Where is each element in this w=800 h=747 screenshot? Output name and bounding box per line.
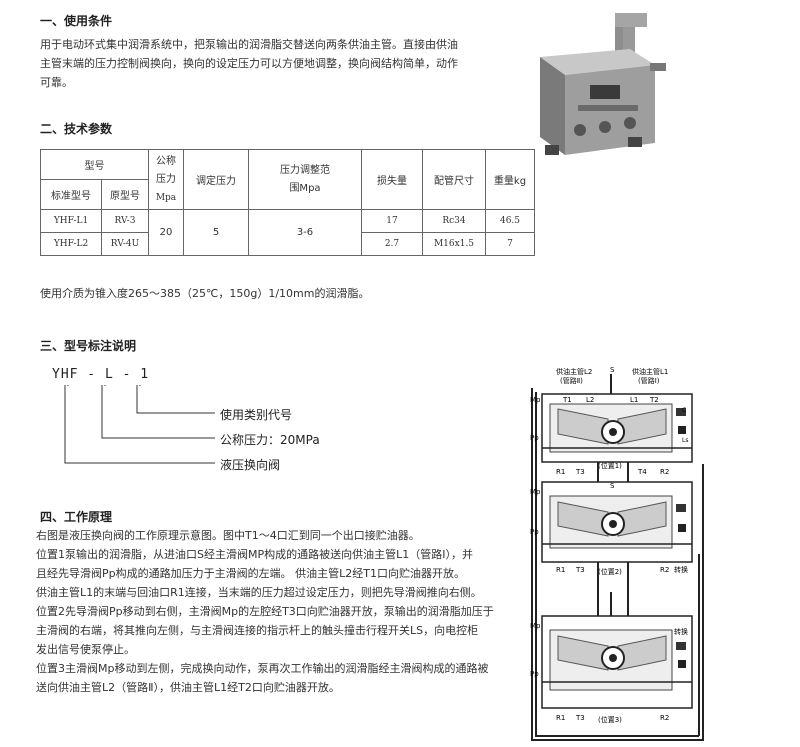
header-adjust-range: 压力调整范 围Mpa xyxy=(248,149,362,210)
section4-body: 右图是液压换向阀的工作原理示意图。图中T1～4口汇到同一个出口接贮油器。 位置1… xyxy=(36,526,526,697)
header-set-pressure: 调定压力 xyxy=(183,149,249,210)
label-t3: T3 xyxy=(575,566,585,574)
cell-pipe: Rc34 xyxy=(422,209,486,233)
label-r2: R2 xyxy=(660,468,669,476)
label-pp: Pp xyxy=(530,670,539,678)
section4-line: 位置3主滑阀Mp移动到左侧，完成换向动作，泵再次工作输出的润滑脂经主滑阀构成的通… xyxy=(36,662,489,675)
working-principle-diagram: 供油主管L2 (管路Ⅱ) S 供油主管L1 (管路Ⅰ) Mp Pp T1 L2 … xyxy=(530,366,704,741)
label-l1-sub: (管路Ⅰ) xyxy=(638,376,660,385)
header-range-line: 压力调整范 xyxy=(280,164,330,176)
table-row: YHF-L1 RV-3 20 5 3-6 17 Rc34 46.5 xyxy=(40,209,535,256)
label-t3: T3 xyxy=(575,714,585,722)
label-switch: 转换 xyxy=(674,627,688,636)
section1-line: 用于电动环式集中润滑系统中，把泵输出的润滑脂交替送向两条供油主管。直接由供油 xyxy=(40,38,458,51)
section4-title: 四、工作原理 xyxy=(40,510,113,524)
label-l2-port: L2 xyxy=(586,396,594,404)
section4-line: 供油主管L1的末端与回油口R1连接，当末端的压力超过设定压力，则把先导滑阀推向右… xyxy=(36,586,482,599)
cell-pipe: M16x1.5 xyxy=(422,232,486,256)
label-t3: T3 xyxy=(575,468,585,476)
label-r2: R2 xyxy=(660,566,669,574)
label-l2: 供油主管L2 xyxy=(556,367,592,376)
header-loss: 损失量 xyxy=(361,149,423,210)
label-l1-port: L1 xyxy=(630,396,638,404)
header-orig-model: 原型号 xyxy=(101,179,149,210)
label-mp: Mp xyxy=(530,396,541,404)
section4-line: 主滑阀的右端，将其推向左侧，与主滑阀连接的指示杆上的触头撞击行程开关LS，向电控… xyxy=(36,624,479,637)
header-pipe-size: 配管尺寸 xyxy=(422,149,486,210)
model-code: YHF - L - 1 xyxy=(52,367,150,382)
position-1: (位置1) xyxy=(598,461,622,470)
section1-line: 可靠。 xyxy=(40,76,73,89)
cell-range: 3-6 xyxy=(248,209,362,256)
header-std-model: 标准型号 xyxy=(40,179,102,210)
section4-line: 右图是液压换向阀的工作原理示意图。图中T1～4口汇到同一个出口接贮油器。 xyxy=(36,529,420,542)
label-t4: T4 xyxy=(637,468,647,476)
label-r1: R1 xyxy=(556,468,565,476)
label-ls: Ls xyxy=(682,437,688,444)
section1-body: 用于电动环式集中润滑系统中，把泵输出的润滑脂交替送向两条供油主管。直接由供油 主… xyxy=(40,35,500,92)
valve-unit-2: Mp Pp S R1 T3 (位置2) R2 转换 xyxy=(530,481,693,576)
label-r1: R1 xyxy=(556,714,565,722)
label-l1: 供油主管L1 xyxy=(632,367,668,376)
cell-std: YHF-L2 xyxy=(40,232,102,256)
cell-std: YHF-L1 xyxy=(40,209,102,233)
cell-weight: 7 xyxy=(485,232,535,256)
model-code-leaders xyxy=(64,385,215,464)
label-t2: T2 xyxy=(649,396,659,404)
header-nominal-pressure: 公称 压力 Mpa xyxy=(148,149,184,210)
label-switch: 转换 xyxy=(674,565,688,574)
header-range-line: 围Mpa xyxy=(289,182,321,194)
cell-set: 5 xyxy=(183,209,249,256)
label-s: S xyxy=(610,482,615,490)
cell-orig: RV-4U xyxy=(101,232,149,256)
label-s: S xyxy=(610,366,615,374)
label-mp: Mp xyxy=(530,622,541,630)
label-c: C xyxy=(682,407,686,414)
label-r2: R2 xyxy=(660,714,669,722)
annotation-pressure: 公称压力：20MPa xyxy=(220,433,320,447)
product-photo xyxy=(540,13,666,155)
section4-line: 且经先导滑阀Pp构成的通路加压力于主滑阀的左端。 供油主管L2经T1口向贮油器开… xyxy=(36,567,465,580)
position-3: (位置3) xyxy=(598,715,622,724)
label-t1: T1 xyxy=(562,396,572,404)
header-weight: 重量kg xyxy=(485,149,535,210)
annotation-valve-type: 液压换向阀 xyxy=(220,458,281,472)
section1-line: 主管末端的压力控制阀换向，换向的设定压力可以方便地调整，换向阀结构简单，动作 xyxy=(40,57,458,70)
label-pp: Pp xyxy=(530,434,539,442)
section4-line: 位置2先导滑阀Pp移动到右侧，主滑阀Mp的左腔经T3口向贮油器开放，泵输出的润滑… xyxy=(36,605,494,618)
cell-loss: 17 xyxy=(361,209,423,233)
label-mp: Mp xyxy=(530,488,541,496)
valve-unit-1: Mp Pp T1 L2 L1 T2 C Ls R1 T3 (位置1) T4 R2 xyxy=(530,393,693,476)
header-nominal-unit: Mpa xyxy=(155,192,177,203)
header-nominal-line: 压力 xyxy=(156,173,176,185)
table-row: YHF-L2 RV-4U 2.7 M16x1.5 7 xyxy=(40,232,535,256)
section1-title: 一、使用条件 xyxy=(40,14,113,28)
section3-title: 三、型号标注说明 xyxy=(40,339,137,353)
cell-weight: 46.5 xyxy=(485,209,535,233)
annotation-category: 使用类别代号 xyxy=(220,408,293,422)
cell-orig: RV-3 xyxy=(101,209,149,233)
header-model: 型号 xyxy=(40,149,149,180)
section4-line: 位置1泵输出的润滑脂，从进油口S经主滑阀MP构成的通路被送向供油主管L1（管路Ⅰ… xyxy=(36,548,473,561)
section4-line: 发出信号使泵停止。 xyxy=(36,643,135,656)
medium-note: 使用介质为锥入度265～385（25℃，150g）1/10mm的润滑脂。 xyxy=(40,287,370,300)
cell-loss: 2.7 xyxy=(361,232,423,256)
label-pp: Pp xyxy=(530,528,539,536)
label-r1: R1 xyxy=(556,566,565,574)
section2-title: 二、技术参数 xyxy=(40,122,113,136)
label-l2-sub: (管路Ⅱ) xyxy=(560,376,583,385)
spec-table: 型号 公称 压力 Mpa 调定压力 压力调整范 围Mpa 损失量 配管尺寸 重量… xyxy=(40,149,535,256)
cell-nominal: 20 xyxy=(148,209,184,256)
position-2: (位置2) xyxy=(598,567,622,576)
valve-unit-3: Mp Pp 转换 R1 T3 (位置3) R2 xyxy=(530,615,693,724)
header-nominal-line: 公称 xyxy=(156,155,176,167)
section4-line: 送向供油主管L2（管路Ⅱ），供油主管L1经T2口向贮油器开放。 xyxy=(36,681,340,694)
